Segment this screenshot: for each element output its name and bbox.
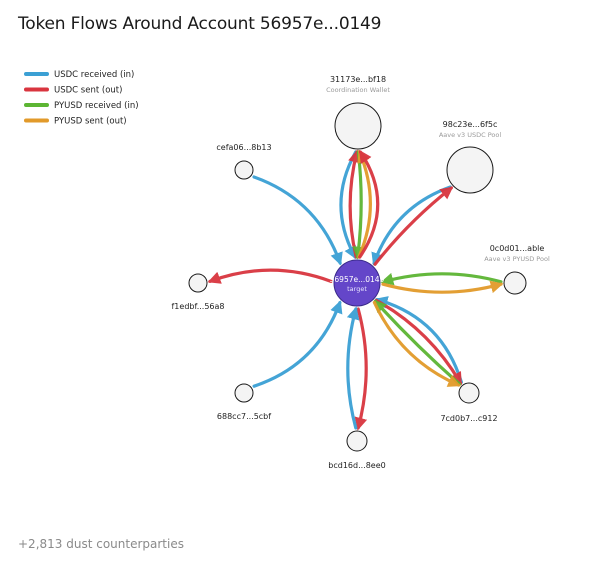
node-n688[interactable] bbox=[234, 383, 254, 403]
node-bcd[interactable] bbox=[346, 430, 368, 452]
flow-edge-n7cd-usdc_out bbox=[374, 298, 463, 386]
legend-label-pyusd_in: PYUSD received (in) bbox=[54, 101, 139, 111]
flow-edge-cefa-usdc_in bbox=[252, 175, 343, 266]
node-n7cd[interactable] bbox=[458, 382, 480, 404]
node-aave_usdc[interactable] bbox=[446, 146, 494, 194]
node-label-bcd: bcd16d...8ee0 bbox=[328, 461, 385, 470]
flow-edge-aave_pyusd-pyusd_in bbox=[380, 272, 503, 286]
node-aave_pyusd[interactable] bbox=[503, 271, 527, 295]
legend-label-usdc_in: USDC received (in) bbox=[54, 70, 134, 80]
flow-edge-f1ed-usdc_out bbox=[207, 268, 333, 284]
node-label-coord: 31173e...bf18 bbox=[330, 75, 386, 84]
flow-edge-n7cd-usdc_in bbox=[374, 296, 464, 384]
node-sublabel-aave_usdc: Aave v3 USDC Pool bbox=[439, 131, 502, 139]
legend: USDC received (in) USDC sent (out) PYUSD r… bbox=[24, 70, 139, 127]
flow-edge-aave_pyusd-pyusd_out bbox=[381, 280, 504, 294]
node-coord[interactable] bbox=[334, 102, 382, 150]
flow-edge-aave_usdc-usdc_out bbox=[373, 186, 454, 266]
dust-counterparties-note: +2,813 dust counterparties bbox=[18, 537, 184, 551]
flow-edge-bcd-usdc_in bbox=[346, 306, 360, 430]
flow-edge-coord-pyusd_in bbox=[352, 150, 366, 260]
legend-label-usdc_out: USDC sent (out) bbox=[54, 86, 122, 96]
page-title: Token Flows Around Account 56957e...0149 bbox=[18, 14, 382, 34]
node-label-cefa: cefa06...8b13 bbox=[216, 143, 271, 152]
node-label-n7cd: 7cd0b7...c912 bbox=[440, 414, 497, 423]
flow-edge-n688-usdc_in bbox=[252, 300, 343, 388]
node-sublabel-aave_pyusd: Aave v3 PYUSD Pool bbox=[484, 255, 550, 263]
target-account-label: 56957e...0149 bbox=[330, 275, 385, 284]
legend-label-pyusd_out: PYUSD sent (out) bbox=[54, 117, 127, 127]
node-f1ed[interactable] bbox=[188, 273, 208, 293]
flow-edge-aave_usdc-usdc_in bbox=[371, 185, 452, 266]
node-cefa[interactable] bbox=[234, 160, 254, 180]
node-sublabel-coord: Coordination Wallet bbox=[326, 86, 390, 94]
node-label-n688: 688cc7...5cbf bbox=[217, 412, 271, 421]
node-label-aave_usdc: 98c23e...6f5c bbox=[443, 120, 498, 129]
target-account-node[interactable] bbox=[333, 259, 381, 307]
flow-edge-n7cd-pyusd_out bbox=[372, 300, 461, 387]
node-label-f1ed: f1edbf...56a8 bbox=[171, 302, 224, 311]
flow-edge-coord-usdc_out bbox=[348, 149, 361, 259]
flow-edges bbox=[207, 149, 504, 431]
flow-edge-n7cd-pyusd_in bbox=[373, 299, 462, 386]
flow-edge-coord-usdc_out bbox=[358, 149, 380, 259]
target-account-sublabel: target bbox=[347, 285, 367, 293]
node-label-aave_pyusd: 0c0d01...able bbox=[490, 244, 545, 253]
flow-edge-bcd-usdc_out bbox=[354, 307, 368, 431]
